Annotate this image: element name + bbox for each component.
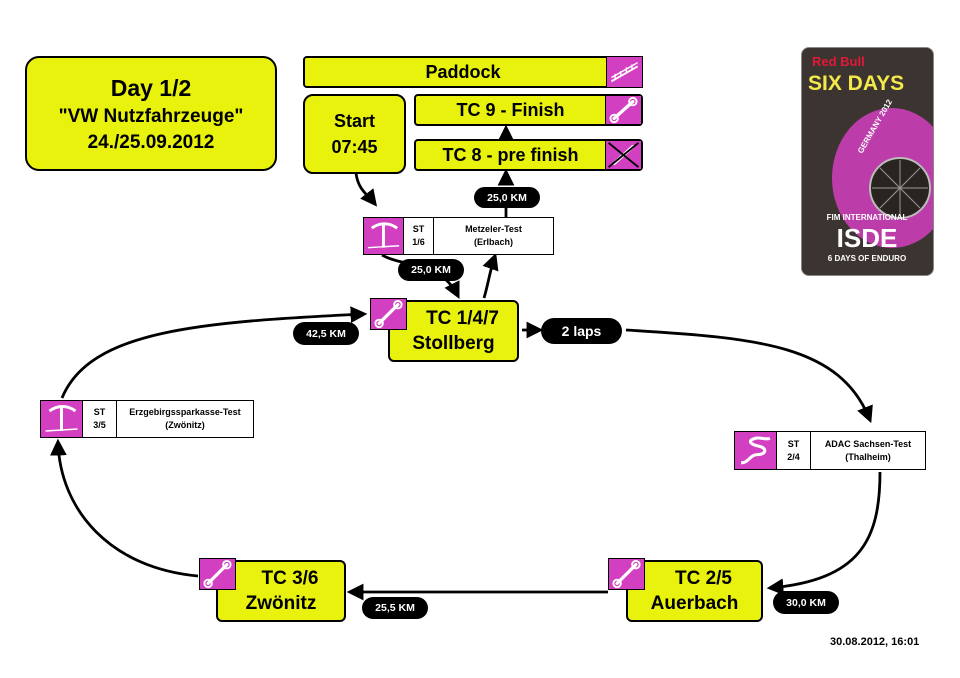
enduro-track-icon <box>735 432 777 469</box>
distance-to-finish: 25,0 KM <box>474 187 540 208</box>
start-time: 07:45 <box>331 137 378 157</box>
arrow-laps-to-st2 <box>625 328 873 424</box>
special-test-2-4: ST 2/4 ADAC Sachsen-Test (Thalheim) <box>734 431 926 470</box>
wrench-icon <box>605 95 642 125</box>
arrow-tc36-to-st3 <box>50 438 199 578</box>
special-test-1-6: ST 1/6 Metzeler-Test (Erlbach) <box>363 217 554 255</box>
arrow-st3-to-tc147 <box>60 306 368 399</box>
no-wrench-icon <box>605 140 642 170</box>
tc25-box: TC 2/5 Auerbach <box>626 560 763 622</box>
st35-number: 3/5 <box>93 420 106 430</box>
day-date: 24./25.09.2012 <box>87 131 215 153</box>
tc9-label: TC 9 - Finish <box>456 99 565 120</box>
logo-tagline: 6 DAYS OF ENDURO <box>828 254 906 263</box>
arrow-st2-to-tc25 <box>766 471 882 596</box>
st16-number: 1/6 <box>412 237 425 247</box>
distance-return-leg: 42,5 KM <box>293 322 359 345</box>
tc147-place: Stollberg <box>412 333 495 354</box>
st24-code: ST <box>787 438 800 449</box>
paddock-label: Paddock <box>425 61 501 82</box>
wrench-icon <box>199 558 236 590</box>
st16-code: ST <box>412 224 425 234</box>
st35-place: (Zwönitz) <box>165 420 205 430</box>
day-info-box: Day 1/2 "VW Nutzfahrzeuge" 24./25.09.201… <box>25 56 277 171</box>
tc25-code: TC 2/5 <box>674 568 733 589</box>
logo-brand: Red Bull <box>812 54 865 69</box>
pickaxe-icon <box>41 401 83 437</box>
st35-name: Erzgebirgssparkasse-Test <box>129 407 241 417</box>
six-days-logo: Red Bull SIX DAYS GERMANY 2012 FIM INTER… <box>801 47 934 276</box>
timestamp: 30.08.2012, 16:01 <box>830 636 920 648</box>
tc36-place: Zwönitz <box>245 593 317 614</box>
tc9-box: TC 9 - Finish <box>414 94 643 126</box>
st24-number: 2/4 <box>787 451 800 462</box>
special-test-3-5: ST 3/5 Erzgebirgssparkasse-Test (Zwönitz… <box>40 400 254 438</box>
arrow-tc147-to-st1 <box>482 252 499 299</box>
tc25-place: Auerbach <box>650 593 739 614</box>
st16-name: Metzeler-Test <box>465 224 522 234</box>
tc36-code: TC 3/6 <box>261 568 319 589</box>
logo-six-days: SIX DAYS <box>808 72 904 95</box>
wrench-icon <box>370 298 407 330</box>
distance-zwoenitz-leg: 25,5 KM <box>362 597 428 619</box>
tc8-label: TC 8 - pre finish <box>442 144 579 165</box>
st16-place: (Erlbach) <box>473 237 513 247</box>
distance-start-leg: 25,0 KM <box>398 259 464 281</box>
st24-place: (Thalheim) <box>845 451 891 462</box>
pickaxe-icon <box>364 218 404 254</box>
day-sponsor-name: "VW Nutzfahrzeuge" <box>58 105 244 127</box>
tc147-box: TC 1/4/7 Stollberg <box>388 300 519 362</box>
tc8-box: TC 8 - pre finish <box>414 139 643 171</box>
wrench-icon <box>608 558 645 590</box>
paddock-icon <box>606 56 643 88</box>
laps-badge: 2 laps <box>541 318 622 344</box>
st24-name: ADAC Sachsen-Test <box>824 438 912 449</box>
logo-isde: ISDE <box>837 223 898 253</box>
start-box: Start 07:45 <box>303 94 406 174</box>
distance-auerbach-leg: 30,0 KM <box>773 591 839 614</box>
start-label: Start <box>333 111 375 131</box>
logo-fim: FIM INTERNATIONAL <box>827 213 908 222</box>
st35-code: ST <box>93 407 106 417</box>
tc36-box: TC 3/6 Zwönitz <box>216 560 346 622</box>
tc147-code: TC 1/4/7 <box>426 308 499 329</box>
paddock-bar: Paddock <box>303 56 643 88</box>
arrow-start-to-st1 <box>354 172 378 207</box>
day-title: Day 1/2 <box>110 74 192 101</box>
